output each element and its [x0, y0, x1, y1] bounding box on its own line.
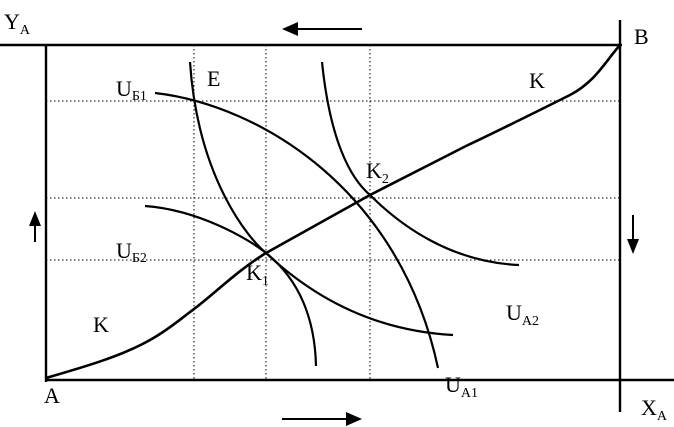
- ua2-label: UA2: [506, 300, 539, 329]
- origin-a-label: A: [44, 383, 60, 408]
- point-e-label: E: [207, 66, 220, 91]
- arrow-left-top: [282, 22, 362, 36]
- contract-curve: [45, 44, 621, 380]
- arrow-up-left: [29, 211, 41, 242]
- ua1-label: UA1: [445, 372, 478, 401]
- corner-b-label: B: [634, 24, 649, 49]
- indifference-curve-ua1: [188, 61, 318, 367]
- arrow-down-right: [627, 215, 639, 254]
- ub1-label: UБ1: [116, 76, 147, 104]
- ub2-label: UБ2: [116, 238, 147, 266]
- point-k1-label: K1: [246, 260, 269, 289]
- contract-curve-label-upper: K: [529, 68, 545, 93]
- indifference-curve-ua2: [320, 61, 520, 267]
- contract-curve-label-lower: K: [93, 312, 109, 337]
- xa-axis-label: XA: [641, 395, 668, 424]
- indifference-curve-ub1: [154, 91, 440, 369]
- ya-axis-label: YA: [4, 9, 31, 38]
- point-k2-label: K2: [366, 158, 389, 187]
- arrow-right-bottom: [282, 412, 362, 426]
